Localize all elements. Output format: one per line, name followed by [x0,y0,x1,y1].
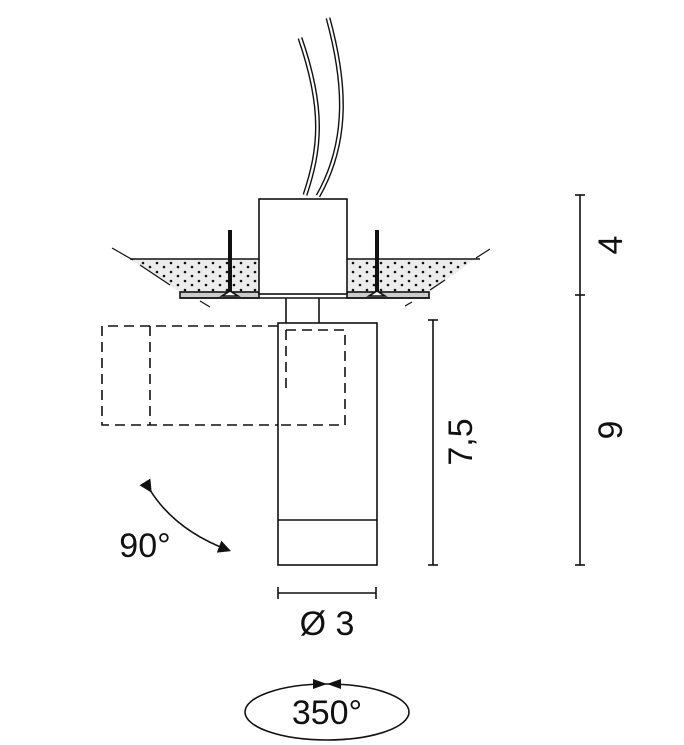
screw-left [219,230,241,297]
screw-right [366,230,388,297]
label-cylinder-height: 7,5 [442,418,480,465]
label-height-upper: 4 [592,236,630,255]
dimension-total-height [575,194,585,566]
dimension-diameter [277,587,377,599]
label-height-total: 9 [592,421,630,440]
dimension-cylinder-height [428,319,438,566]
label-rotation-angle: 350° [292,694,362,732]
rotation-arrows-icon [313,679,341,689]
junction-box [258,198,348,295]
wires [297,17,344,198]
label-tilt-angle: 90° [119,527,170,565]
tilted-position-outline [101,325,346,426]
label-diameter: Ø 3 [300,605,355,643]
tilt-arrow-icon [139,478,231,553]
spotlight-cylinder [277,322,378,566]
